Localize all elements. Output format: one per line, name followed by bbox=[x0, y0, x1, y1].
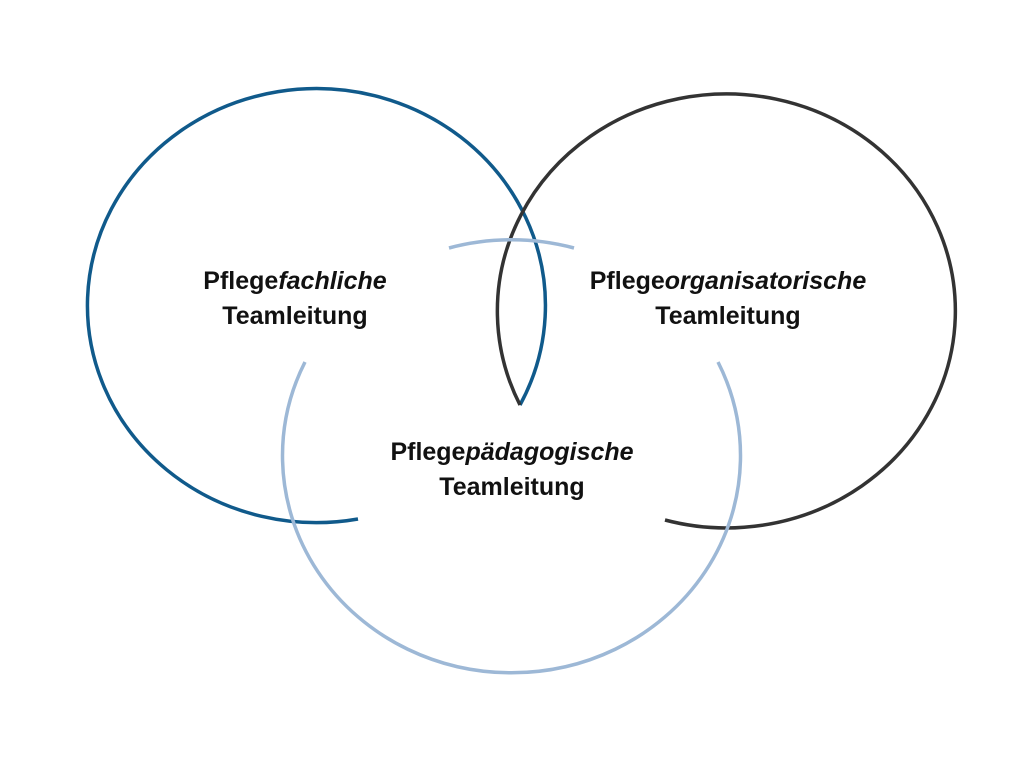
label-paedagogische-line2: Teamleitung bbox=[439, 473, 585, 501]
label-prefix: Pflege bbox=[589, 267, 665, 295]
label-fachliche-line2: Teamleitung bbox=[222, 302, 368, 330]
label-emphasis: fachliche bbox=[278, 267, 387, 295]
circle-fachlich bbox=[85, 86, 548, 525]
label-paedagogische-line1: Pflegepädagogische bbox=[362, 435, 662, 470]
circle-paedagogisch-bottom-arc bbox=[280, 361, 743, 675]
label-paedagogische-teamleitung: Pflegepädagogische Teamleitung bbox=[362, 435, 662, 505]
label-prefix: Pflege bbox=[390, 438, 466, 466]
label-prefix: Pflege bbox=[203, 267, 279, 295]
label-fachliche-teamleitung: Pflegefachliche Teamleitung bbox=[175, 264, 415, 334]
label-fachliche-line1: Pflegefachliche bbox=[175, 264, 415, 299]
label-organisatorische-line1: Pflegeorganisatorische bbox=[558, 264, 898, 299]
circle-organisatorisch bbox=[495, 92, 958, 530]
circle-paedagogisch-top-arc bbox=[448, 238, 575, 250]
label-emphasis: pädagogische bbox=[465, 438, 634, 466]
label-organisatorische-teamleitung: Pflegeorganisatorische Teamleitung bbox=[558, 264, 898, 334]
label-organisatorische-line2: Teamleitung bbox=[655, 302, 801, 330]
label-emphasis: organisatorische bbox=[664, 267, 867, 295]
